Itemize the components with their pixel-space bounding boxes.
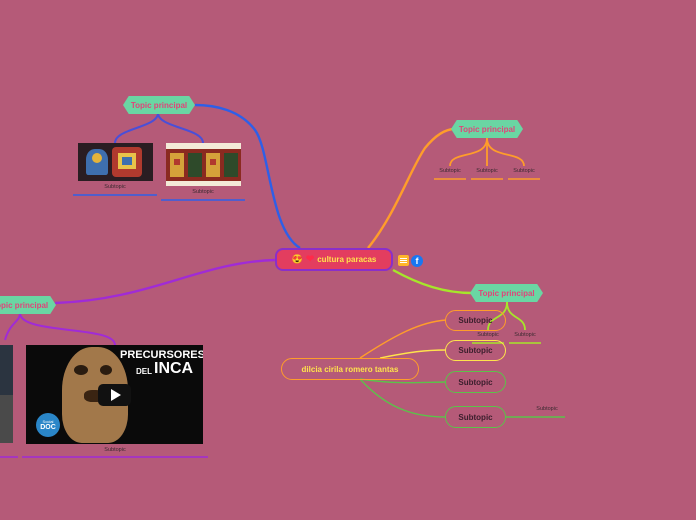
floating-subtopic-4[interactable]: Subtopic [445, 406, 506, 428]
topic-top-left[interactable]: Topic principal [123, 96, 195, 114]
floating-subtopic-2[interactable]: Subtopic [445, 340, 506, 361]
socialdoc-badge: Social DOC [36, 413, 60, 437]
subtopic-left-1[interactable]: Subtopic [104, 447, 126, 453]
video-thumbnail[interactable]: PRECURSORES DEL INCA Social DOC [26, 345, 203, 444]
floating-topic[interactable]: dilcia cirila romero tantas [281, 358, 419, 380]
facebook-icon[interactable]: f [411, 255, 423, 267]
heart-icon: ❤ [305, 254, 315, 265]
partial-image-left[interactable] [0, 345, 13, 443]
topic-top-left-label: Topic principal [130, 100, 188, 110]
floating-subtopic-3[interactable]: Subtopic [445, 371, 506, 393]
subtopic-top-right-1[interactable]: Subtopic [439, 168, 461, 174]
note-icon[interactable] [398, 255, 409, 266]
topic-right-label: Topic principal [478, 288, 535, 298]
topic-top-right-label: Topic principal [458, 124, 516, 134]
paracas-textile-image[interactable] [78, 143, 153, 181]
subtopic-top-left-2[interactable]: Subtopic [192, 189, 214, 195]
topic-left[interactable]: Topic principal [0, 296, 56, 314]
floating-subtopic-4-label: Subtopic [458, 412, 493, 422]
subtopic-top-right-2[interactable]: Subtopic [476, 168, 498, 174]
heart-eyes-icon: 😍 [291, 254, 303, 264]
floating-subtopic-2-label: Subtopic [458, 346, 493, 355]
central-topic-label: cultura paracas [317, 255, 377, 264]
central-topic[interactable]: 😍 ❤ cultura paracas [275, 248, 393, 271]
floating-extra-subtopic[interactable]: Subtopic [536, 406, 558, 412]
topic-left-label: Topic principal [0, 300, 49, 310]
floating-subtopic-1[interactable]: Subtopic [445, 310, 506, 331]
video-title-line2-big: INCA [154, 360, 194, 377]
subtopic-right-2[interactable]: Subtopic [514, 332, 536, 338]
play-button-icon[interactable] [98, 384, 131, 406]
video-title-line2-small: DEL [136, 367, 152, 376]
subtopic-right-1[interactable]: Subtopic [477, 332, 499, 338]
paracas-mantle-image[interactable] [166, 143, 241, 186]
video-title-line1: PRECURSORES [120, 349, 203, 361]
subtopic-top-left-1[interactable]: Subtopic [104, 184, 126, 190]
floating-topic-label: dilcia cirila romero tantas [301, 364, 399, 374]
topic-right[interactable]: Topic principal [470, 284, 543, 302]
topic-top-right[interactable]: Topic principal [451, 120, 523, 138]
subtopic-top-right-3[interactable]: Subtopic [513, 168, 535, 174]
floating-subtopic-1-label: Subtopic [458, 316, 493, 325]
badge-line1: Social [42, 419, 54, 424]
floating-subtopic-3-label: Subtopic [458, 377, 493, 387]
badge-line2: DOC [40, 424, 56, 431]
